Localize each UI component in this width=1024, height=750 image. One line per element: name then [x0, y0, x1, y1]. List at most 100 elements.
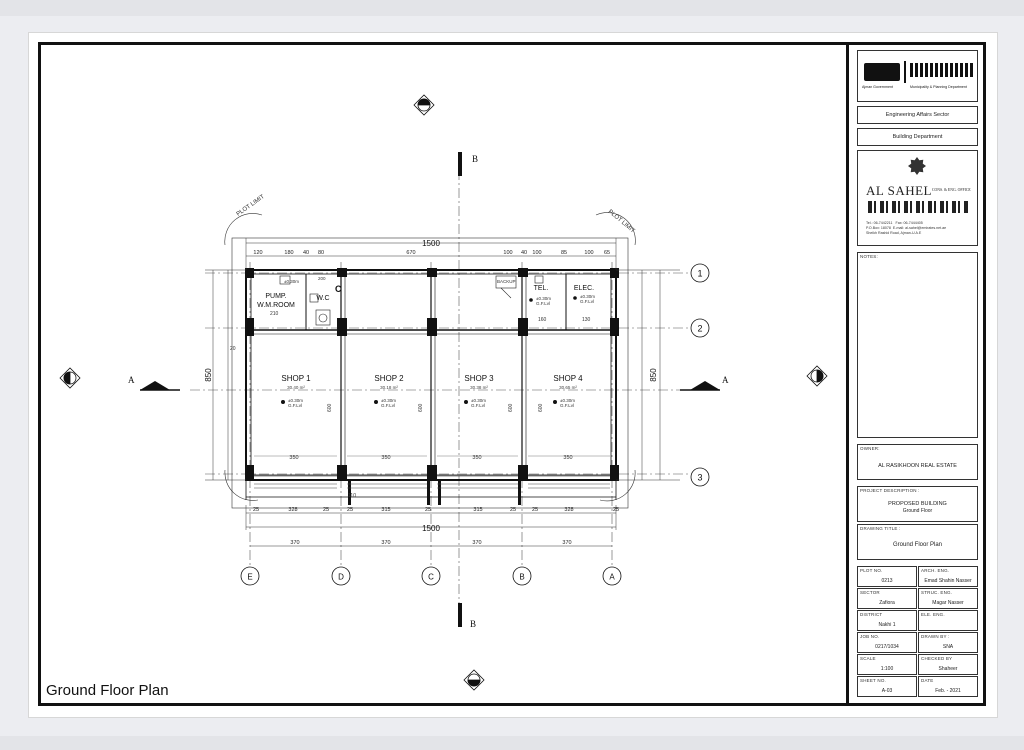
bottom-segment-label: 25 [323, 507, 329, 513]
grid-col-bubble [512, 566, 532, 586]
bottom-segment-label: 315 [473, 507, 482, 513]
logo-separator [904, 61, 906, 83]
firm-tel: Tel.: 06-7442211 [866, 221, 893, 225]
field-value: SNA [942, 644, 954, 650]
top-strip [0, 0, 1024, 16]
shop4-area: 30.65 m² [559, 385, 577, 390]
project-line-1: PROPOSED BUILDING [888, 501, 947, 507]
room-wc-label: W.C [316, 295, 329, 302]
shop4-level: ±0.30m [560, 398, 575, 403]
wc-fixtures [279, 275, 544, 326]
elevation-markers [59, 94, 828, 691]
municipality-wordmark-icon [910, 63, 974, 77]
field-value: Shaheer [938, 666, 958, 672]
room-shop4-label: SHOP 4 [553, 374, 583, 383]
shop2-level: ±0.30m [381, 398, 396, 403]
overall-width-top: 1500 [422, 239, 440, 248]
grid-col-label: A [609, 573, 615, 582]
bottom-segment-label: 328 [288, 507, 297, 513]
firm-arabic-name-icon [868, 201, 968, 213]
level-icons [281, 296, 577, 404]
project-box: PROJECT DESCRIPTION : PROPOSED BUILDING … [857, 486, 978, 522]
shop2-lvl: G.F.Lvl [381, 403, 395, 408]
side-dimensions [205, 269, 680, 481]
axis-spacing-label: 370 [290, 540, 299, 546]
top-segment-label: 100 [584, 250, 593, 256]
project-label: PROJECT DESCRIPTION : [860, 488, 920, 493]
top-dimensions [245, 238, 617, 270]
columns [245, 268, 619, 505]
grid-row-bubble [690, 318, 710, 338]
firm-address: Sheikh Rashid Road, Ajman-U.A.E [866, 231, 922, 235]
field-label: DISTRICT [860, 612, 883, 617]
plot-limit-label: PLOT LIMIT [607, 209, 636, 235]
field-value: Emad Shahin Nasser [924, 578, 972, 584]
room-shop1-label: SHOP 1 [281, 374, 311, 383]
firm-name: AL SAHEL [866, 183, 932, 198]
frame-divider [846, 42, 849, 706]
field-value: Nakhi 1 [878, 622, 896, 628]
bottom-strip [0, 736, 1024, 750]
owner-label: OWNER: [860, 446, 880, 451]
section-a-left: A [128, 375, 135, 385]
overall-width-bottom: 1500 [422, 524, 440, 533]
field-drawn-by: DRAWN BY : SNA [918, 632, 978, 653]
grid-row-label: 1 [697, 269, 702, 279]
municipality-emblem-icon [864, 63, 900, 81]
field-label: ARCH. ENG. [921, 568, 950, 573]
shop-height-dim: 600 [538, 403, 544, 412]
bottom-segment-label: 25 [253, 507, 259, 513]
shop-height-dim: 600 [327, 403, 333, 412]
field-label: DRAWN BY : [921, 634, 950, 639]
bottom-dimensions [245, 505, 617, 547]
department-text: Building Department [892, 134, 943, 140]
field-plot-no: PLOT NO.0213 [857, 566, 917, 587]
room-pump-label: PUMP. [265, 293, 286, 300]
section-b-bottom: B [470, 619, 476, 629]
top-segment-label: 100 [503, 250, 512, 256]
firm-box: AL SAHEL CONS. & ENG. OFFICE Tel.: 06-74… [857, 150, 978, 246]
field-job-no: JOB NO.0217/1034 [857, 632, 917, 653]
drawing-frame [38, 42, 986, 706]
grid-col-bubble [602, 566, 622, 586]
pump-width-dim: 210 [270, 311, 279, 317]
field-label: SCALE [860, 656, 876, 661]
field-label: PLOT NO. [860, 568, 883, 573]
notes-box: NOTES: [857, 252, 978, 438]
field-label: SECTOR [860, 590, 880, 595]
bottom-segment-label: 328 [564, 507, 573, 513]
field-label: ELE. ENG. [921, 612, 945, 617]
shop-width-1: 350 [289, 455, 298, 461]
grid-row-label: 3 [697, 473, 702, 483]
axis-spacing-label: 370 [381, 540, 390, 546]
firm-logo-icon [908, 157, 926, 175]
shop1-area: 30.40 m² [287, 385, 305, 390]
grid-col-bubble [331, 566, 351, 586]
grid-col-label: B [519, 573, 524, 582]
gov-label: Ajman Government [862, 85, 893, 89]
shop3-area: 30.38 m² [470, 385, 488, 390]
shop-height-dim: 600 [508, 403, 514, 412]
plan-title: Ground Floor Plan [46, 682, 169, 699]
field-value: 0217/1034 [875, 644, 899, 650]
firm-pobox: P.O.Box: 18078 [866, 226, 891, 230]
room-shop2-label: SHOP 2 [374, 374, 404, 383]
glazing [254, 483, 610, 489]
top-segment-label: 65 [604, 250, 610, 256]
room-c-label: C [335, 284, 342, 294]
top-segment-label: 120 [253, 250, 262, 256]
bottom-segment-label: 25 [613, 507, 619, 513]
section-a-right: A [722, 375, 729, 385]
top-segment-label: 180 [284, 250, 293, 256]
shop3-lvl: G.F.Lvl [471, 403, 485, 408]
dim-110: 110 [348, 493, 356, 499]
sector-box: Engineering Affairs Sector [857, 106, 978, 124]
overall-height-right: 850 [649, 368, 658, 382]
room-elec-label: ELEC. [574, 285, 594, 292]
